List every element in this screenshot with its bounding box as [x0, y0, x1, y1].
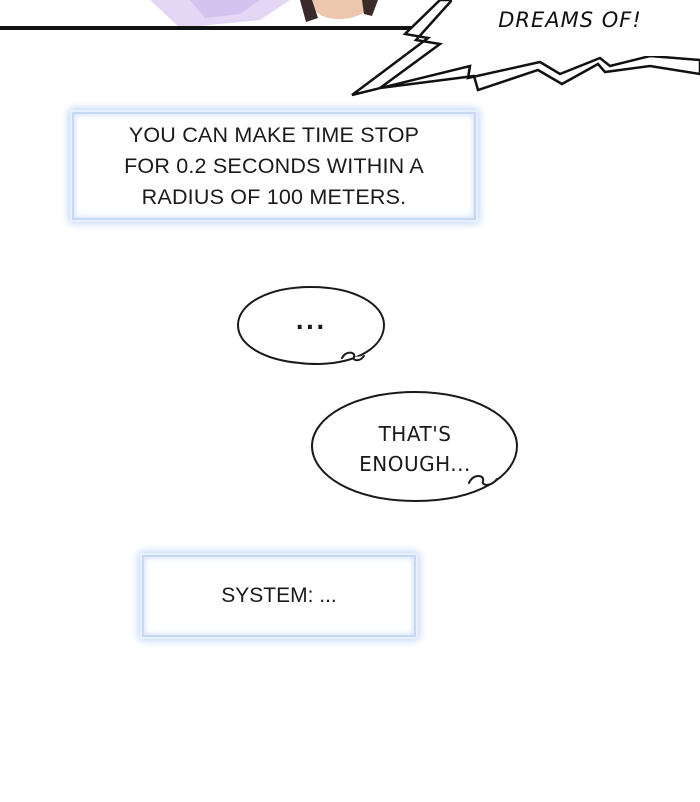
- system-message-line: RADIUS OF 100 METERS.: [141, 184, 407, 209]
- shout-bubble-fill: [452, 0, 700, 56]
- art-lavender-shade: [190, 0, 260, 18]
- system-message-line: YOU CAN MAKE TIME STOP: [128, 122, 420, 147]
- speech-bubble-text: THAT'S ENOUGH...: [309, 419, 521, 479]
- speech-bubble-thats-enough: THAT'S ENOUGH...: [309, 389, 521, 505]
- shout-bubble-outline: [351, 0, 700, 97]
- system-message-text: YOU CAN MAKE TIME STOP FOR 0.2 SECONDS W…: [124, 120, 424, 213]
- art-hair-fragment: [300, 0, 318, 22]
- system-message-box: YOU CAN MAKE TIME STOP FOR 0.2 SECONDS W…: [72, 112, 476, 220]
- art-hair-fragment-2: [362, 0, 378, 16]
- speech-bubble-ellipsis: ...: [234, 284, 388, 368]
- top-comic-panel: DREAMS OF!: [0, 0, 700, 100]
- speech-bubble-text: ...: [295, 310, 327, 335]
- speech-bubble-line: ENOUGH...: [359, 452, 471, 476]
- speech-bubble-line: THAT'S: [378, 422, 452, 446]
- panel-art: [0, 0, 700, 97]
- system-message-box-2: SYSTEM: ...: [142, 555, 416, 637]
- system-message-text: SYSTEM: ...: [221, 584, 337, 607]
- shout-text: DREAMS OF!: [498, 8, 642, 32]
- art-face-fragment: [300, 0, 370, 20]
- system-message-line: FOR 0.2 SECONDS WITHIN A: [124, 153, 424, 178]
- speech-bubble-shape: [310, 390, 519, 503]
- speech-bubble-shape: [236, 285, 386, 366]
